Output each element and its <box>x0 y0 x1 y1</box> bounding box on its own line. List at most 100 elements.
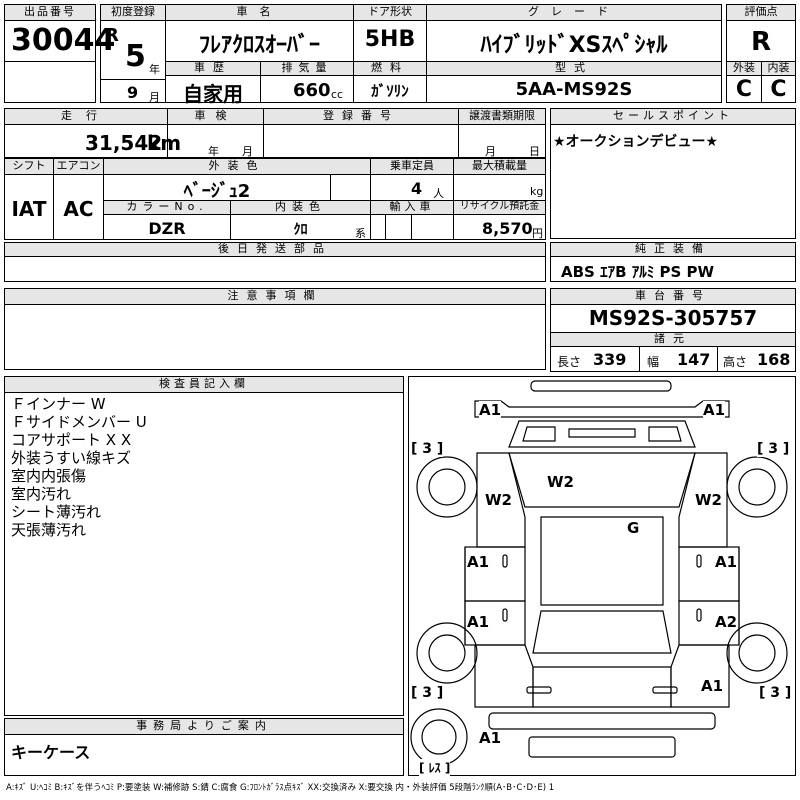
car-name-label: 車名 <box>166 5 353 21</box>
inspector-line: 室内汚れ <box>11 485 72 503</box>
inspector-box: 検査員記入欄 Ｆインナー W Ｆサイドメンバー U コアサポート X X 外装う… <box>4 376 404 716</box>
height-label: 高さ <box>723 355 748 369</box>
shift-box: シフト IAT <box>4 158 54 240</box>
inspector-line: 天張薄汚れ <box>11 521 87 539</box>
inspector-label: 検査員記入欄 <box>5 377 403 393</box>
transfer-deadline-box: 譲渡書類期限 月 日 <box>458 108 546 158</box>
era: R <box>105 25 119 46</box>
inspection-month-unit: 月 <box>242 145 253 158</box>
mileage: 31,542 <box>85 131 163 155</box>
later-parts-label: 後日発送部品 <box>5 243 545 257</box>
exterior-color: ﾍﾞｰｼﾞｭ2 <box>183 181 251 202</box>
sales-point-box: セールスポイント ★オークションデビュー★ <box>550 108 796 239</box>
equipment-box: 純正装備 ABS ｴｱB ｱﾙﾐ PS PW <box>550 242 796 282</box>
equipment-label: 純正装備 <box>551 243 795 257</box>
registration-number-box: 登録番号 <box>263 108 459 158</box>
max-load-box: 最大積載量 kg <box>453 158 546 201</box>
chassis-number: MS92S-305757 <box>588 306 758 330</box>
door-type: 5HB <box>364 27 416 52</box>
mark-tire-front-right: [ 3 ] <box>757 441 790 457</box>
reg-year: 5 <box>125 39 146 74</box>
shift: IAT <box>11 197 47 221</box>
recycle-amount: 8,570 <box>482 219 533 238</box>
inspection-label: 車検 <box>168 109 263 125</box>
ac-label: エアコン <box>54 159 103 175</box>
mark-tire-front-left: [ 3 ] <box>411 441 444 457</box>
color-number-box: カラーNo. DZR <box>103 200 231 240</box>
fuel-label: 燃料 <box>354 62 426 76</box>
mileage-label: 走行 <box>5 109 167 125</box>
history-box: 車歴 自家用 <box>165 61 261 106</box>
door-box: ドア形状 5HB <box>353 4 427 62</box>
max-load-unit: kg <box>530 185 544 198</box>
interior-color-label: 内装色 <box>231 201 370 215</box>
displacement-unit: cc <box>331 88 344 101</box>
recycle-unit: 円 <box>532 227 543 240</box>
lot-number-box: 出品番号 30044 <box>4 4 115 62</box>
model-label: 型式 <box>427 62 721 76</box>
mark-a1-front-right: A1 <box>703 401 726 419</box>
capacity-label: 乗車定員 <box>371 159 453 175</box>
mark-spare-less: [ ﾚｽ ] <box>419 759 451 776</box>
history: 自家用 <box>183 82 243 106</box>
lot-number: 30044 <box>11 23 116 58</box>
mileage-unit: km <box>147 131 182 155</box>
lot-number-extra <box>4 61 96 103</box>
score-label: 評価点 <box>727 5 795 21</box>
inspector-line: Ｆサイドメンバー U <box>11 413 147 431</box>
exterior-grade-box: 外装 C <box>726 61 762 103</box>
width: 147 <box>677 350 711 369</box>
history-label: 車歴 <box>166 62 260 76</box>
mark-a1-front-left: A1 <box>479 401 502 419</box>
interior-color-box: 内装色 ｸﾛ 系 <box>230 200 371 240</box>
sales-point-label: セールスポイント <box>551 109 795 125</box>
width-label: 幅 <box>647 355 660 369</box>
ac-box: エアコン AC <box>53 158 104 240</box>
grade-box: グレード ﾊｲﾌﾞﾘｯﾄﾞXSｽﾍﾟｼｬﾙ <box>426 4 722 62</box>
transfer-month-unit: 月 <box>485 145 496 158</box>
mark-a1-front-door-left: A1 <box>467 553 490 571</box>
later-parts-box: 後日発送部品 <box>4 242 546 282</box>
office-box: 事務局よりご案内 キーケース <box>4 718 404 776</box>
recycle-label: リサイクル預託金 <box>454 201 545 215</box>
mark-a2-rear-door-right: A2 <box>715 613 738 631</box>
mark-a1-rear-door-left: A1 <box>467 613 490 631</box>
mark-a1-front-door-right: A1 <box>715 553 738 571</box>
interior-grade-box: 内装 C <box>761 61 796 103</box>
model-box: 型式 5AA-MS92S <box>426 61 722 103</box>
grade: ﾊｲﾌﾞﾘｯﾄﾞXSｽﾍﾟｼｬﾙ <box>480 33 668 58</box>
fuel-box: 燃料 ｶﾞｿﾘﾝ <box>353 61 427 103</box>
inspector-line: 外装うすい線キズ <box>11 449 132 467</box>
recycle-box: リサイクル預託金 8,570 円 <box>453 200 546 240</box>
length-label: 長さ <box>557 355 582 369</box>
interior-grade: C <box>770 77 787 102</box>
exterior-color-label: 外装色 <box>104 159 370 175</box>
fuel: ｶﾞｿﾘﾝ <box>371 82 409 100</box>
reg-month: 9 <box>127 83 139 102</box>
transfer-day-unit: 日 <box>529 145 540 158</box>
inspector-line: Ｆインナー W <box>11 395 106 413</box>
registration-number-label: 登録番号 <box>264 109 458 125</box>
capacity-unit: 人 <box>433 187 444 200</box>
mark-w2-left: W2 <box>485 491 512 509</box>
car-name: ﾌﾚｱｸﾛｽｵｰﾊﾞｰ <box>198 33 320 58</box>
exterior-color-box: 外装色 ﾍﾞｰｼﾞｭ2 <box>103 158 371 202</box>
interior-grade-label: 内装 <box>762 62 795 76</box>
notes-box: 注意事項欄 <box>4 288 546 370</box>
inspector-line: 室内内張傷 <box>11 467 87 485</box>
color-number-label: カラーNo. <box>104 201 230 215</box>
office-label: 事務局よりご案内 <box>5 719 403 735</box>
displacement-box: 排気量 660 cc <box>260 61 354 103</box>
mark-a1-rear-left: A1 <box>479 729 502 747</box>
equipment: ABS ｴｱB ｱﾙﾐ PS PW <box>561 263 715 281</box>
lot-number-label: 出品番号 <box>5 5 95 21</box>
damage-diagram: A1 A1 [ 3 ] [ 3 ] W2 W2 W2 G A1 A1 A1 A2… <box>408 376 796 776</box>
mark-g-glass: G <box>627 519 640 537</box>
mark-w2-windshield: W2 <box>547 473 574 491</box>
model-code: 5AA-MS92S <box>515 79 633 100</box>
transfer-deadline-label: 譲渡書類期限 <box>459 109 545 125</box>
mark-tire-rear-left: [ 3 ] <box>411 685 444 701</box>
sales-point: ★オークションデビュー★ <box>553 134 719 150</box>
car-outline-diagram <box>410 380 788 766</box>
mileage-box: 走行 31,542 km <box>4 108 181 158</box>
